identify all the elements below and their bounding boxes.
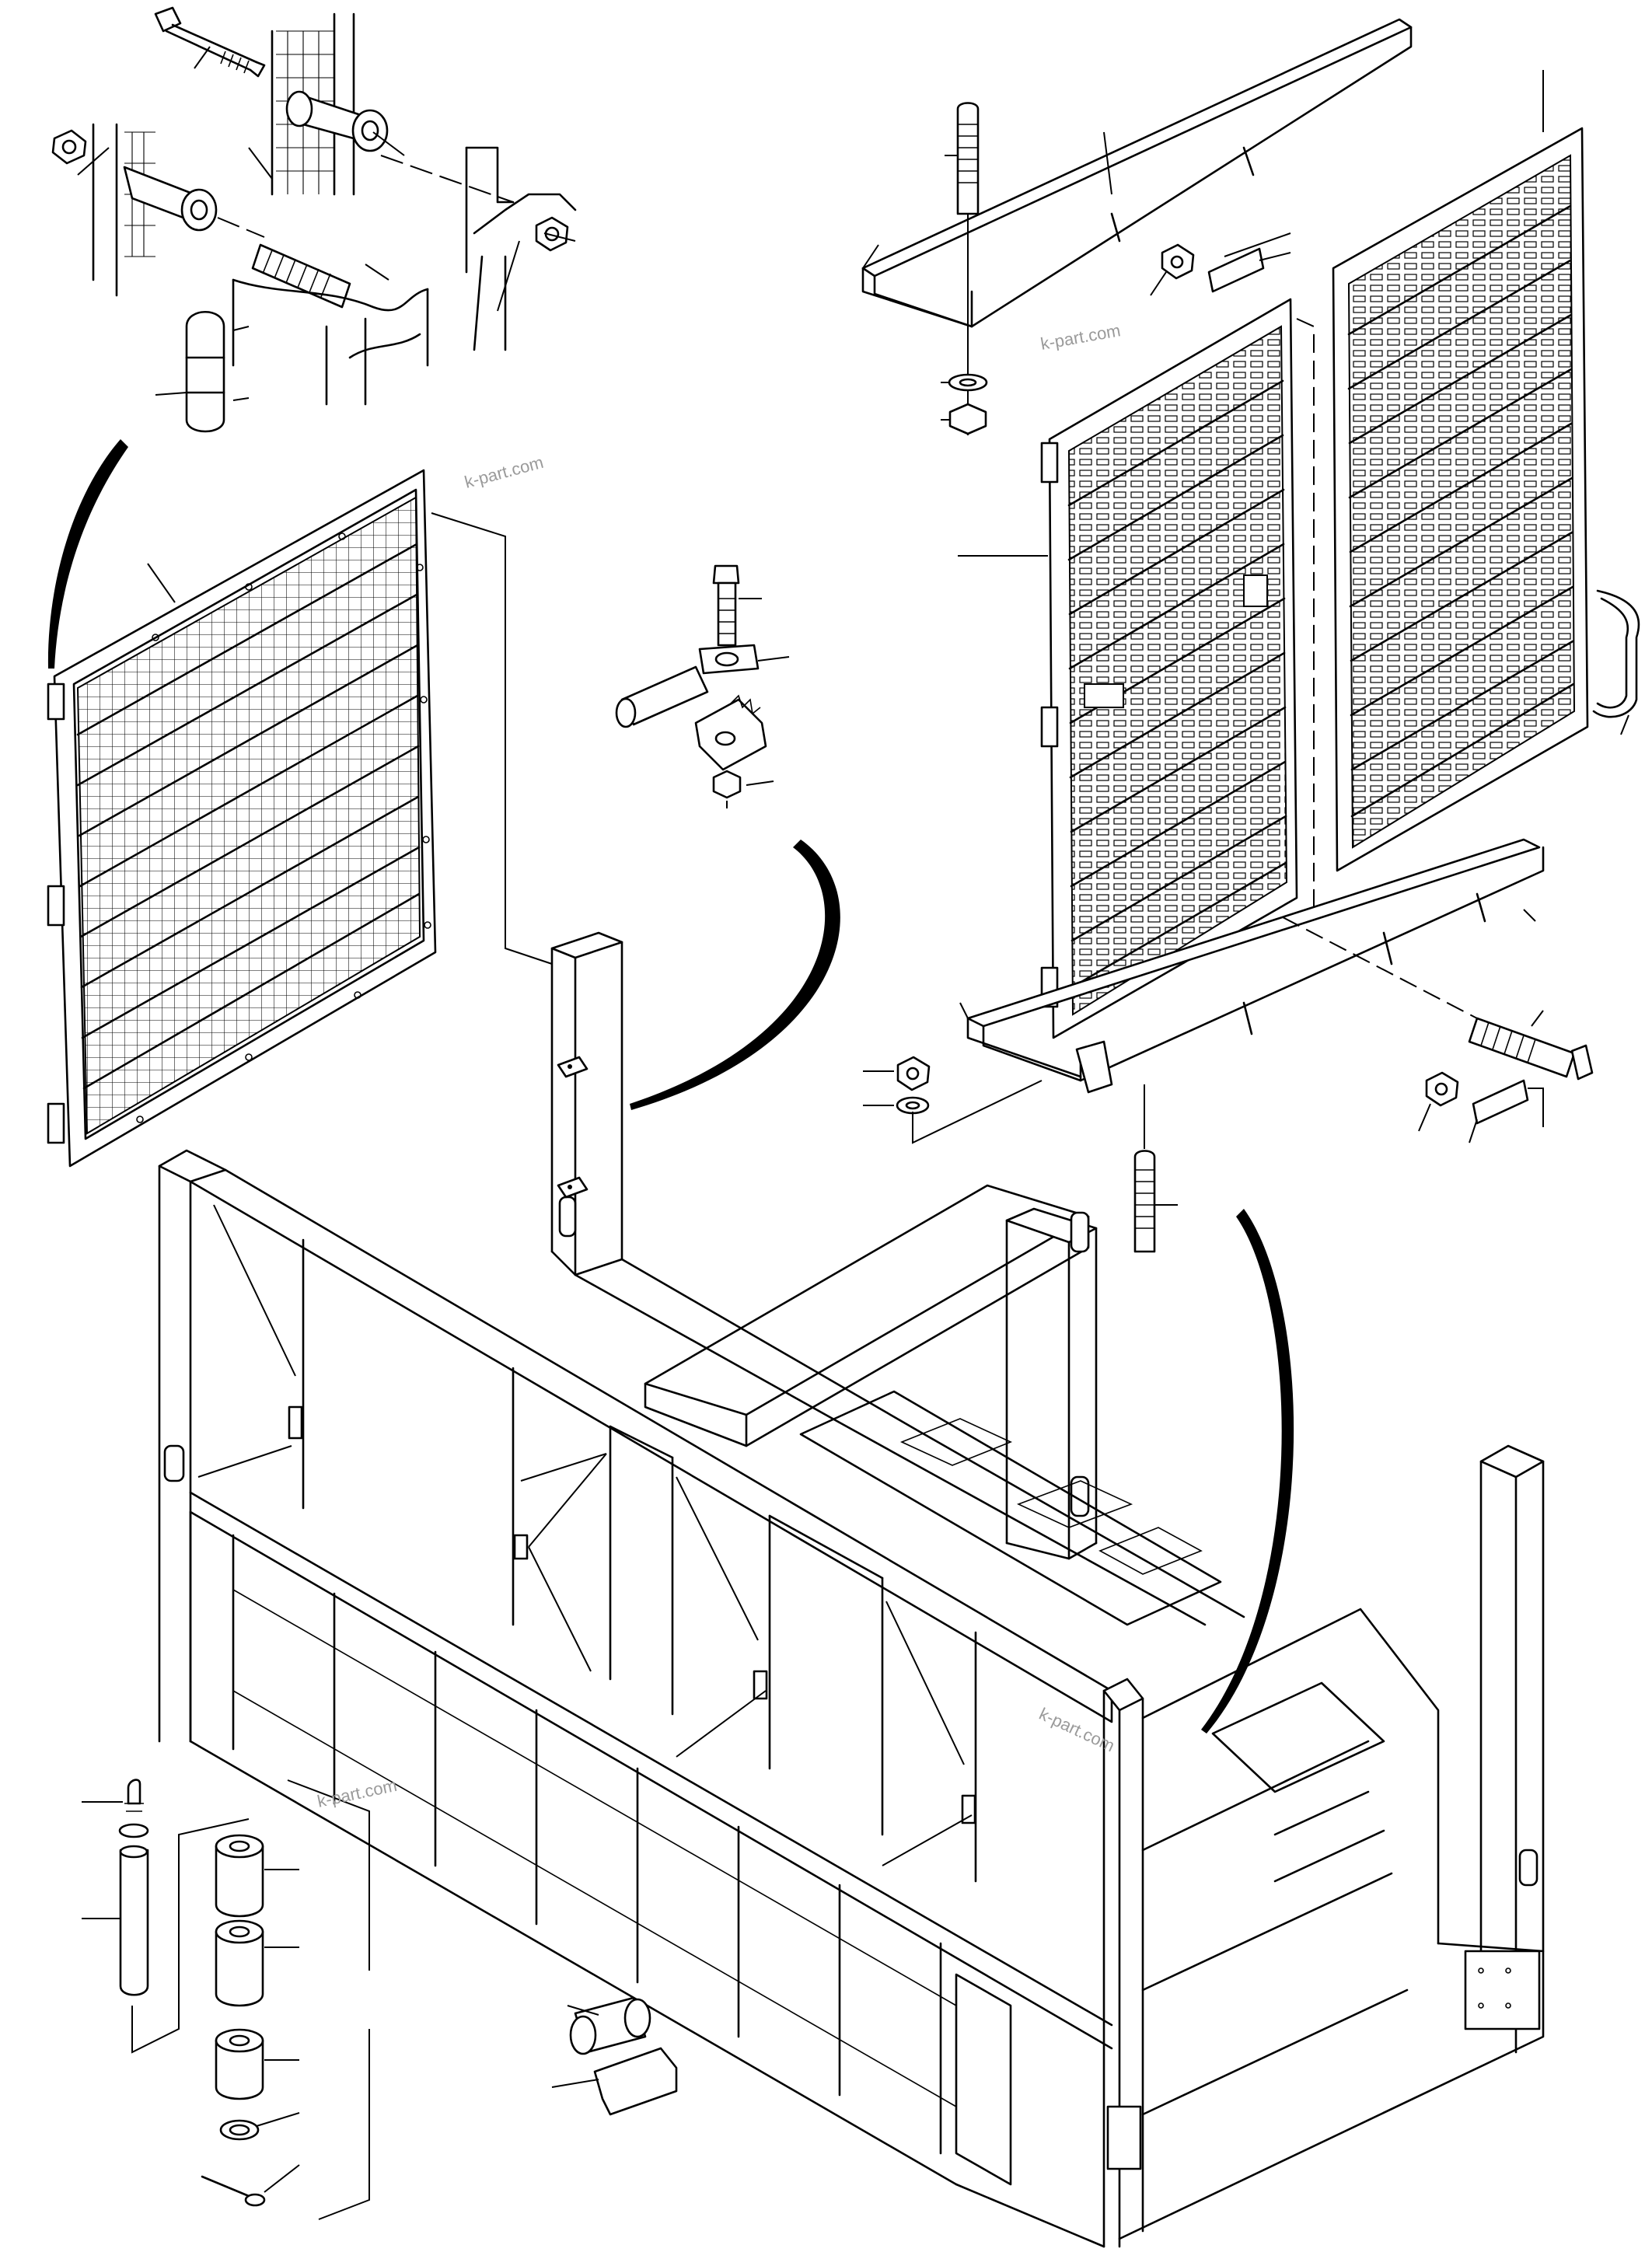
bottom-channels [863, 838, 1594, 1253]
watermark: k-part.com [1039, 320, 1123, 354]
assembly-arrow-2 [630, 840, 840, 1110]
center-post [550, 931, 623, 1276]
main-base-frame [158, 1149, 1545, 2248]
top-channel [861, 18, 1413, 435]
door-handle [1592, 589, 1640, 718]
hinge-bolt-detail [51, 6, 577, 433]
assembly-arrow-3 [1201, 1209, 1294, 1734]
assembly-arrow-1 [47, 439, 128, 669]
watermark: k-part.com [463, 452, 546, 492]
hinge-pin-parts [82, 1779, 678, 2220]
louver-panel-front [958, 298, 1315, 1039]
left-grille-panel [47, 469, 553, 1168]
louver-panel-rear [1332, 70, 1589, 872]
clamp-detail [615, 564, 790, 808]
